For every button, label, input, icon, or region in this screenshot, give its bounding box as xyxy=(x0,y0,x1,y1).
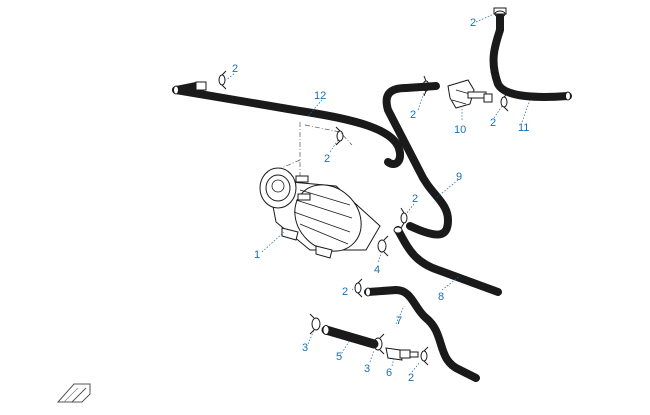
clamp-2a-icon[interactable] xyxy=(218,70,227,90)
clamp-2c-icon[interactable] xyxy=(422,75,430,97)
part-7-tube[interactable] xyxy=(364,286,480,382)
callout-c3b: 3 xyxy=(364,363,370,375)
callout-c11: 11 xyxy=(518,122,529,134)
callout-c2h: 2 xyxy=(470,17,476,29)
callout-c4: 4 xyxy=(374,264,380,276)
clamp-2h-icon[interactable] xyxy=(494,10,506,18)
part-6-connector[interactable] xyxy=(385,347,419,361)
clamp-3b-icon[interactable] xyxy=(373,333,385,355)
part-9-tube[interactable] xyxy=(382,82,452,239)
callout-c3a: 3 xyxy=(302,342,308,354)
callout-c8: 8 xyxy=(438,291,444,303)
clamp-2d-icon[interactable] xyxy=(500,92,509,112)
clamp-2g-icon[interactable] xyxy=(420,346,429,366)
callout-c10: 10 xyxy=(454,124,466,136)
callout-c2e: 2 xyxy=(412,193,418,205)
callout-c9: 9 xyxy=(456,171,462,183)
callout-c12: 12 xyxy=(314,90,326,102)
callout-c7: 7 xyxy=(396,315,402,327)
clamp-4-icon[interactable] xyxy=(377,235,389,257)
callout-c2c: 2 xyxy=(410,109,416,121)
callout-c2f: 2 xyxy=(342,286,348,298)
callout-c2g: 2 xyxy=(408,372,414,384)
clamp-2f-icon[interactable] xyxy=(354,278,363,298)
callout-c2a: 2 xyxy=(232,63,238,75)
callout-c2d: 2 xyxy=(490,117,496,129)
clamp-2b-icon[interactable] xyxy=(335,126,344,146)
callout-c6: 6 xyxy=(386,367,392,379)
part-12-tube[interactable] xyxy=(172,81,405,168)
leader-lines xyxy=(225,13,531,373)
clamp-2e-icon[interactable] xyxy=(400,207,408,229)
direction-arrow-icon xyxy=(56,383,91,403)
callout-labels: 2 12 2 2 10 2 11 2 9 2 1 4 8 2 7 3 5 3 6… xyxy=(232,17,529,384)
callout-c5: 5 xyxy=(336,351,342,363)
callout-c2b: 2 xyxy=(324,153,330,165)
part-1-canister[interactable] xyxy=(259,167,381,265)
part-8-tube[interactable] xyxy=(393,226,502,296)
part-5-tube[interactable] xyxy=(321,325,379,349)
part-11-tube[interactable] xyxy=(489,7,572,101)
callout-c1: 1 xyxy=(254,249,260,261)
clamp-3a-icon[interactable] xyxy=(309,313,321,335)
part-10-bracket[interactable] xyxy=(447,79,493,109)
